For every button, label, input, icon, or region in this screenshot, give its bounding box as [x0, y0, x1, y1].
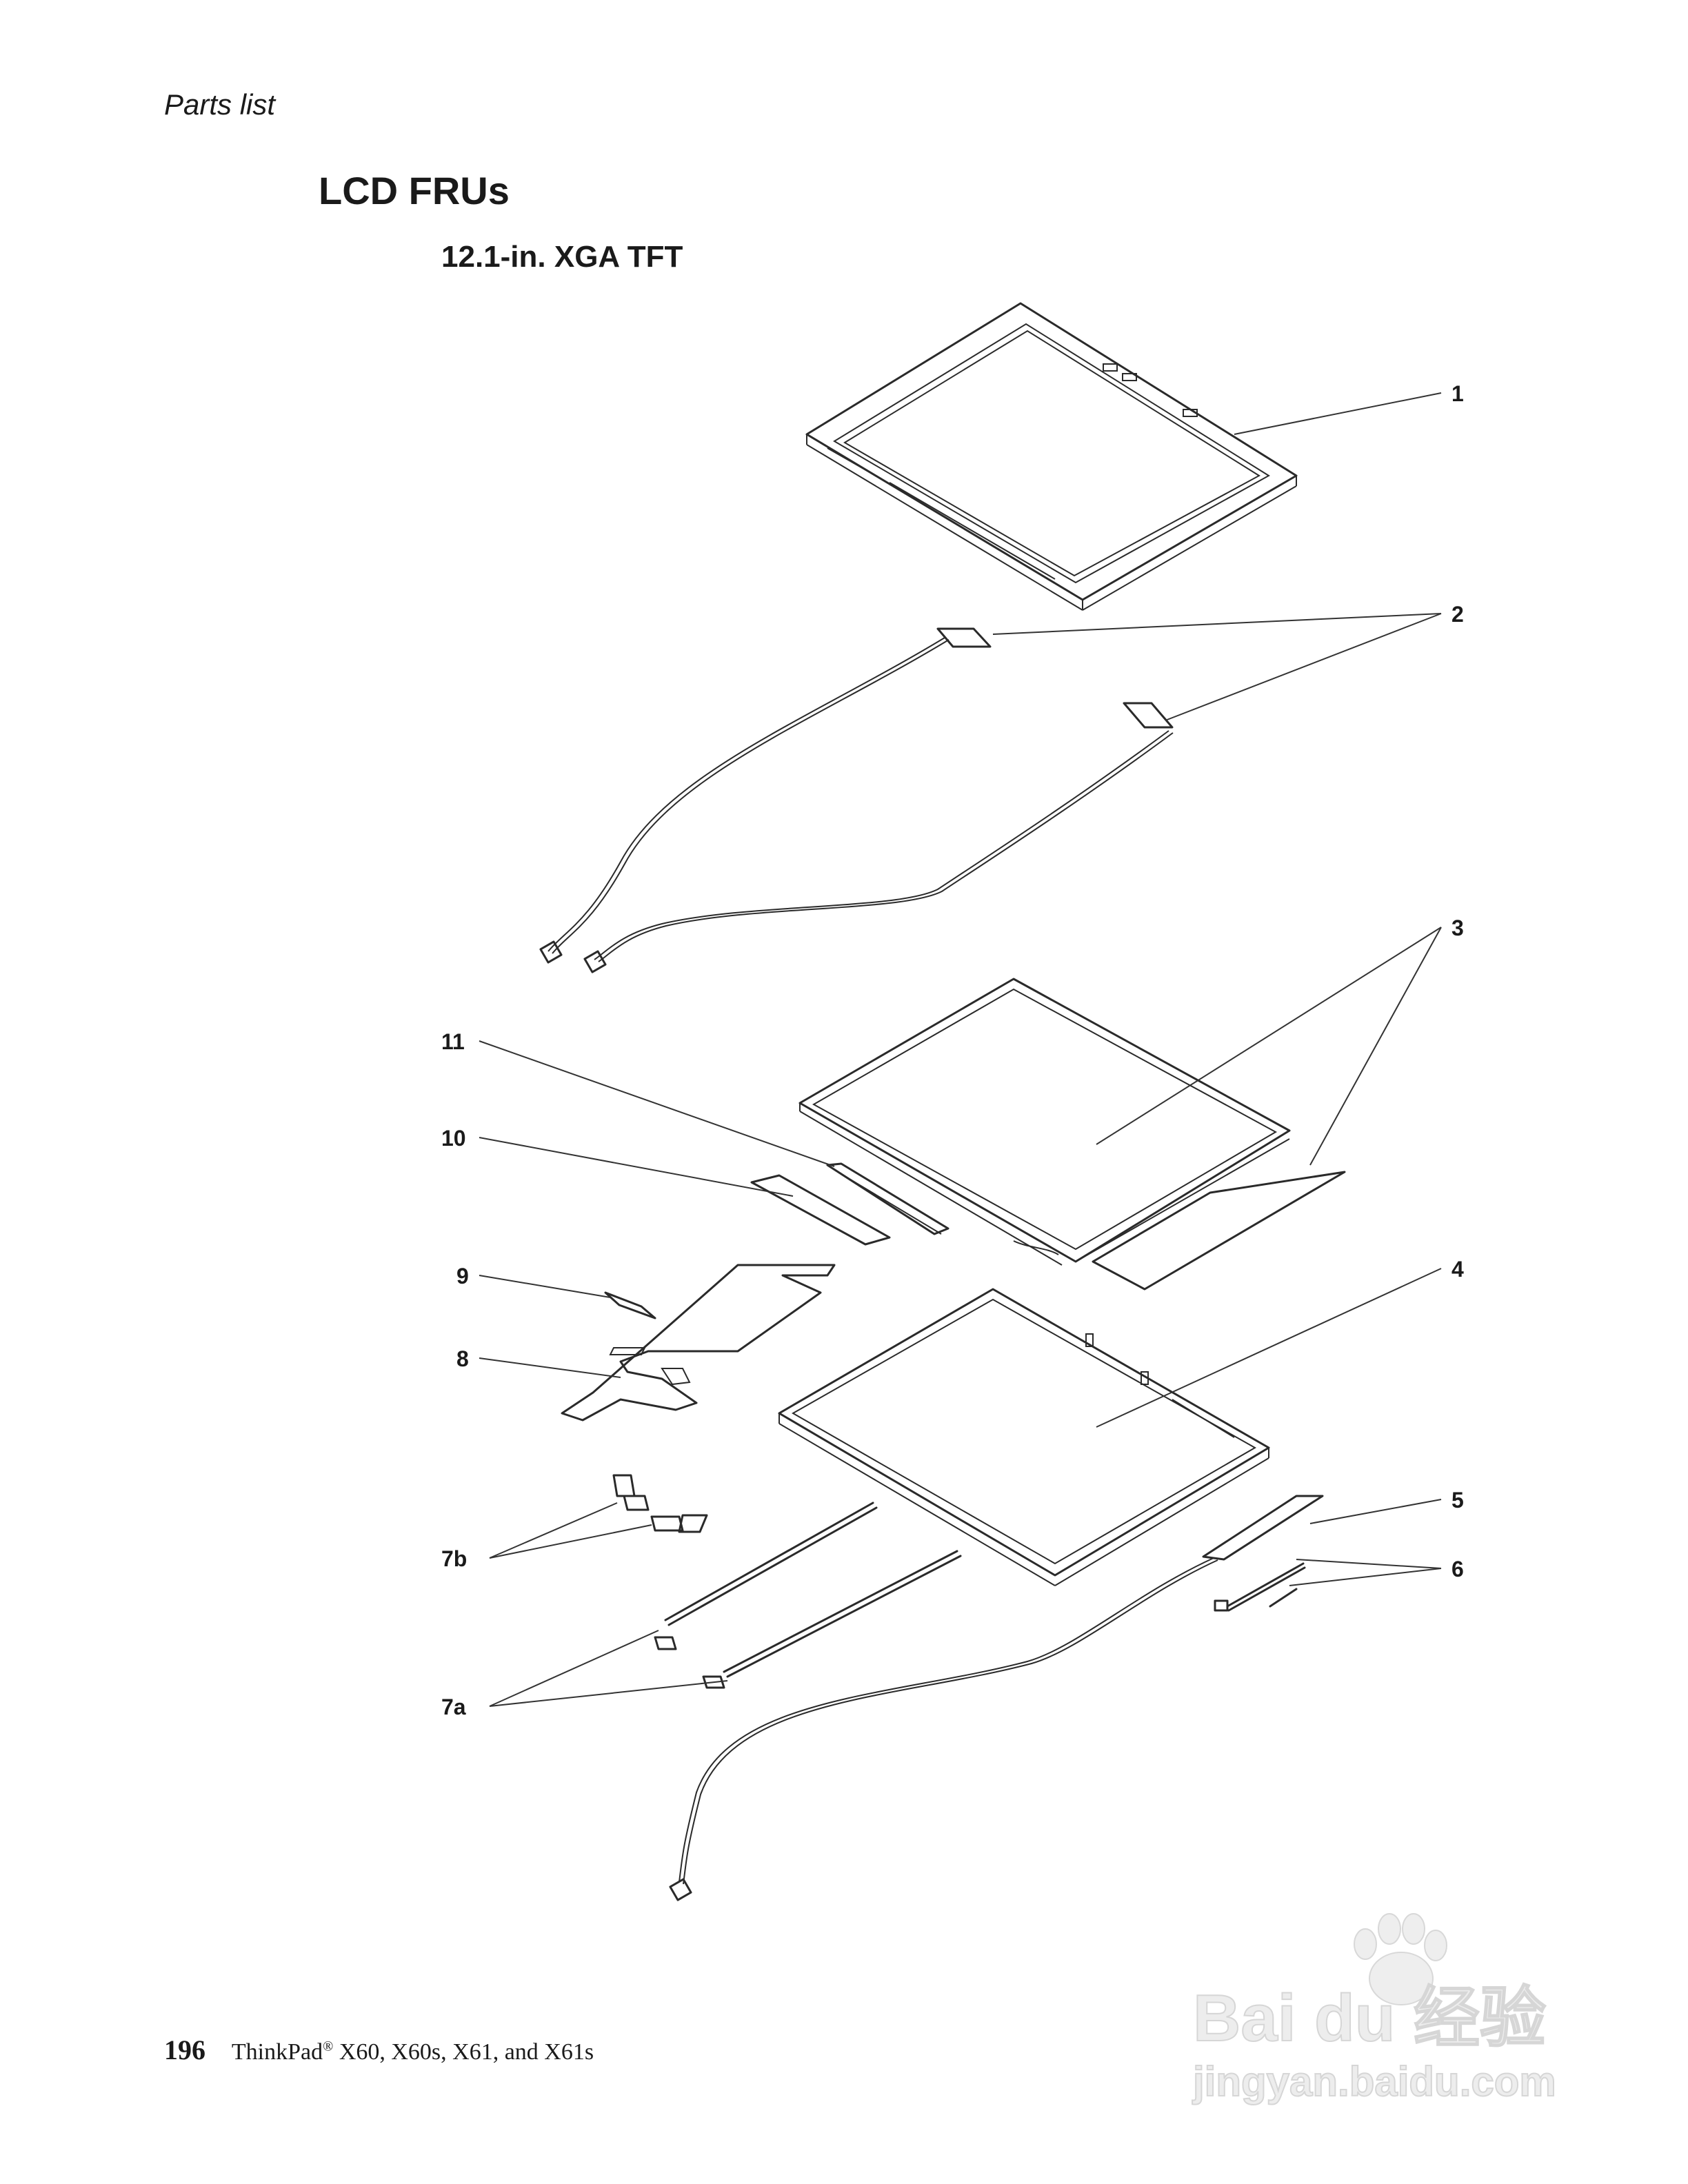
watermark-url: jingyan.baidu.com [1192, 2059, 1556, 2105]
paw-icon [1354, 1913, 1447, 2005]
part-7a-hinge-rails [654, 1502, 962, 1689]
section-title: LCD FRUs [319, 169, 510, 212]
part-11-inverter-board [826, 1162, 950, 1235]
callout-2: 2 [1451, 602, 1464, 627]
book-title-main: ThinkPad [231, 2039, 323, 2065]
callout-3: 3 [1451, 916, 1464, 940]
part-7b-hinge-brackets [612, 1474, 708, 1533]
part-2-antenna-cables [539, 627, 1174, 973]
watermark-brand: Bai du 经验 [1193, 1981, 1546, 2055]
part-10-adhesive-strip [750, 1174, 891, 1246]
running-header: Parts list [164, 88, 276, 121]
callout-7a: 7a [441, 1695, 466, 1719]
part-8-lcd-cable [561, 1264, 836, 1422]
callout-6: 6 [1451, 1557, 1464, 1581]
callout-7b: 7b [441, 1546, 467, 1571]
callout-9: 9 [456, 1264, 469, 1288]
callout-10: 10 [441, 1126, 466, 1151]
part-1-lcd-bezel [805, 302, 1298, 611]
callout-4: 4 [1451, 1257, 1464, 1282]
part-5-wireless-antenna [669, 1495, 1324, 1901]
callout-1: 1 [1451, 381, 1464, 406]
part-4-lcd-rear-cover [778, 1288, 1270, 1586]
page-footer: 196 ThinkPad® X60, X60s, X61, and X61s [164, 2034, 594, 2066]
part-9-connector-tab [604, 1291, 656, 1320]
part-3-lcd-panel [798, 978, 1346, 1291]
leader-lines [479, 392, 1442, 1707]
section-subtitle: 12.1-in. XGA TFT [441, 240, 683, 274]
callout-11: 11 [441, 1029, 465, 1054]
callout-5: 5 [1451, 1488, 1464, 1513]
part-6-hinge-screws [1214, 1562, 1306, 1612]
page-number: 196 [164, 2034, 205, 2065]
registered-mark: ® [323, 2039, 334, 2054]
baidu-watermark: Bai du 经验 jingyan.baidu.com [1192, 1913, 1557, 2105]
callout-8: 8 [456, 1346, 469, 1371]
book-title-rest: X60, X60s, X61, and X61s [333, 2039, 594, 2065]
